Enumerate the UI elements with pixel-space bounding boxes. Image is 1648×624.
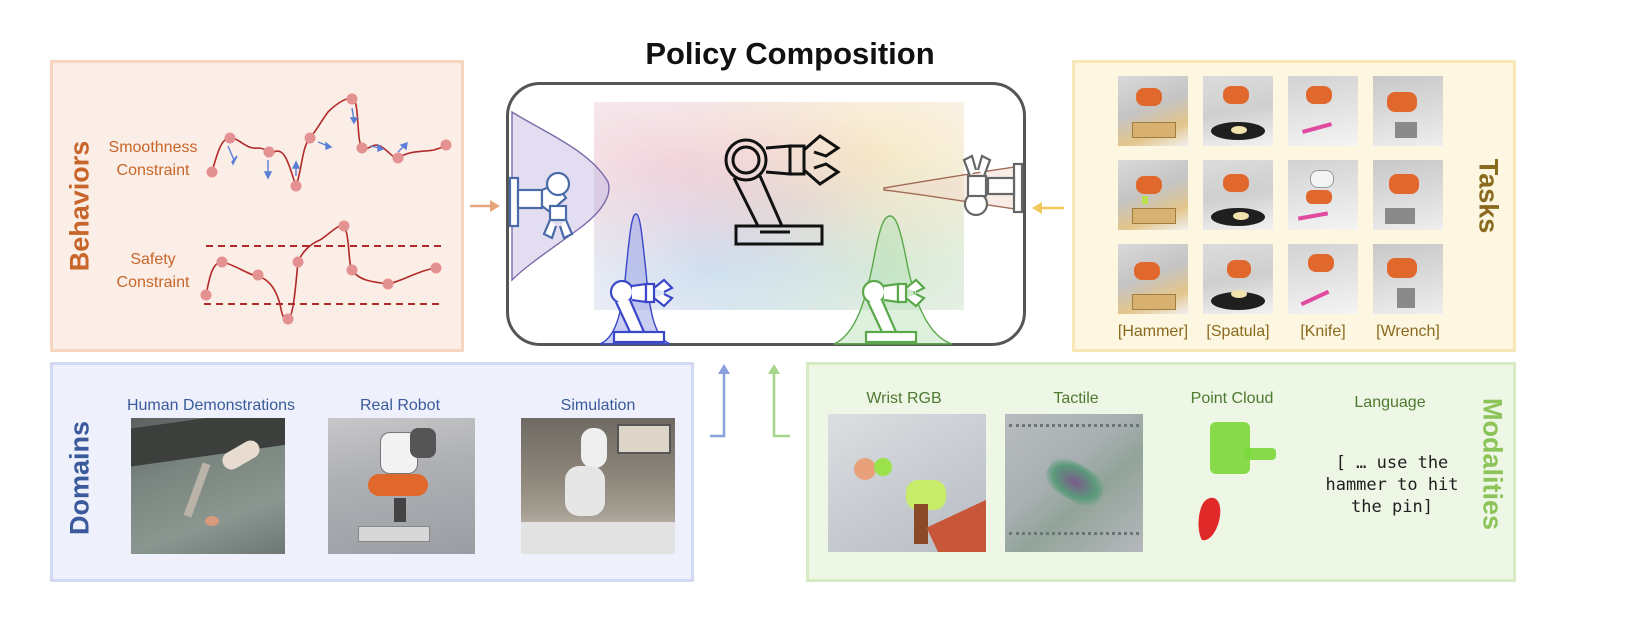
task-wrench-3 bbox=[1373, 244, 1443, 314]
composition-gradient bbox=[594, 102, 964, 310]
modality-label-point-cloud: Point Cloud bbox=[1190, 390, 1274, 407]
page-title: Policy Composition bbox=[645, 36, 935, 71]
left-robot-arm-icon bbox=[508, 171, 574, 240]
domain-label-real-robot: Real Robot bbox=[359, 397, 441, 414]
smoothness-constraint-label: Smoothness Constraint bbox=[108, 139, 198, 179]
task-label-spatula: [Spatula] bbox=[1206, 323, 1270, 340]
task-spatula-2 bbox=[1203, 160, 1273, 230]
safety-constraint-label: Safety Constraint bbox=[116, 251, 190, 291]
tasks-arrow bbox=[1032, 202, 1064, 214]
task-spatula-1 bbox=[1203, 76, 1273, 146]
modality-label-language: Language bbox=[1354, 394, 1426, 411]
task-knife-2 bbox=[1288, 160, 1358, 230]
real-robot-image bbox=[328, 418, 475, 554]
task-hammer-3 bbox=[1118, 244, 1188, 314]
task-label-wrench: [Wrench] bbox=[1376, 323, 1440, 340]
blue-robot-arm-icon bbox=[609, 278, 674, 344]
task-wrench-2 bbox=[1373, 160, 1443, 230]
smoothness-points bbox=[206, 93, 452, 192]
right-robot-arm-icon bbox=[962, 154, 1024, 217]
wrist-rgb-image bbox=[828, 414, 986, 552]
domains-arrow bbox=[710, 364, 730, 438]
domain-label-human: Human Demonstrations bbox=[126, 397, 296, 414]
task-label-hammer: [Hammer] bbox=[1117, 323, 1189, 340]
human-demonstration-image bbox=[131, 418, 285, 554]
task-hammer-2 bbox=[1118, 160, 1188, 230]
green-robot-arm-icon bbox=[861, 278, 926, 344]
task-label-knife: [Knife] bbox=[1300, 323, 1346, 340]
task-knife-1 bbox=[1288, 76, 1358, 146]
tactile-image bbox=[1005, 414, 1143, 552]
task-hammer-1 bbox=[1118, 76, 1188, 146]
central-robot-arm-icon bbox=[724, 134, 841, 246]
task-spatula-3 bbox=[1203, 244, 1273, 314]
modality-label-tactile: Tactile bbox=[1053, 390, 1099, 407]
simulation-image bbox=[521, 418, 675, 554]
task-knife-3 bbox=[1288, 244, 1358, 314]
behaviors-arrow bbox=[470, 200, 500, 212]
modality-label-wrist-rgb: Wrist RGB bbox=[866, 390, 942, 407]
smoothness-arrows bbox=[227, 107, 408, 180]
point-cloud-hammer-head bbox=[1210, 422, 1276, 474]
task-wrench-1 bbox=[1373, 76, 1443, 146]
green-distribution bbox=[833, 215, 953, 345]
domain-label-simulation: Simulation bbox=[560, 397, 636, 414]
modalities-arrow bbox=[768, 364, 790, 438]
point-cloud-pin bbox=[1198, 497, 1221, 541]
safety-points bbox=[200, 220, 442, 325]
language-instruction: [ … use the hammer to hit the pin] bbox=[1325, 453, 1459, 517]
